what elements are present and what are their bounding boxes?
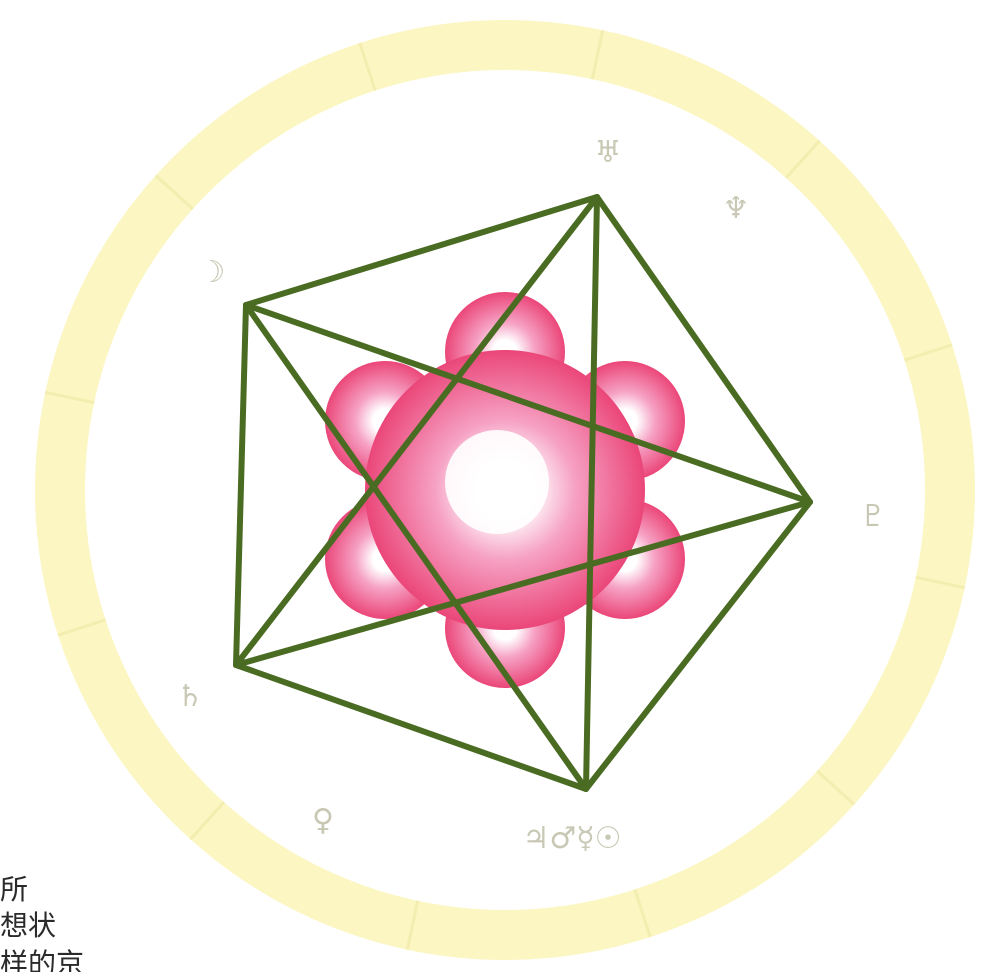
side-text-line-1: 所 (0, 876, 28, 904)
saturn-glyph: ♄ (177, 679, 204, 714)
moon-glyph: ☽ (199, 255, 226, 290)
venus-glyph: ♀ (312, 803, 334, 838)
side-text-line-3: 样的京 (0, 950, 84, 972)
side-text-line-2: 想状 (0, 912, 56, 940)
planet-cluster-glyphs: ♃♂☿☉ (522, 821, 621, 856)
flower-center-glow (445, 430, 549, 534)
pluto-glyph: ♇ (860, 499, 887, 534)
neptune-glyph: ♆ (723, 191, 750, 226)
uranus-glyph: ♅ (595, 135, 622, 170)
